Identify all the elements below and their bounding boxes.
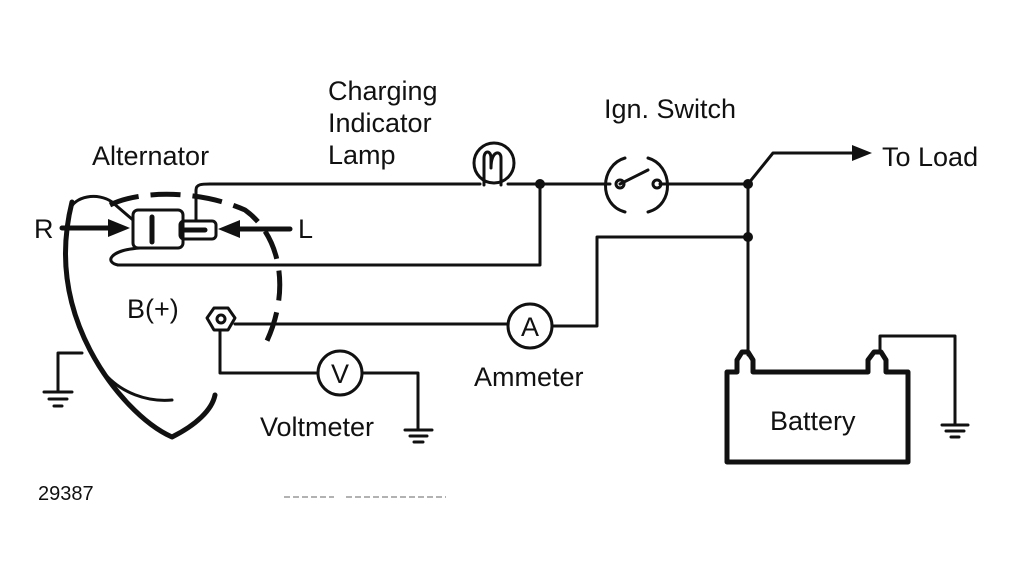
voltmeter: V xyxy=(316,349,364,397)
ammeter: A xyxy=(506,302,554,350)
ammeter-symbol: A xyxy=(521,312,539,342)
alternator-label: Alternator xyxy=(92,141,209,171)
lamp-filament xyxy=(482,150,503,187)
l-terminal-return-wire xyxy=(116,182,542,267)
switch-lever xyxy=(618,168,650,186)
ammeter-return-wire xyxy=(551,235,750,328)
voltmeter-label: Voltmeter xyxy=(260,412,374,442)
alternator-bottom-curve xyxy=(98,366,174,402)
lamp-bulb xyxy=(472,141,516,185)
switch-enclosure-left xyxy=(604,156,627,214)
charging-indicator-lamp xyxy=(472,141,516,187)
regulator-box xyxy=(131,208,185,250)
r-internal-wire xyxy=(68,194,135,222)
b-terminal-hole xyxy=(215,313,227,325)
ammeter-circle xyxy=(506,302,554,350)
alternator xyxy=(56,182,293,440)
b-terminal-nut xyxy=(205,306,237,332)
charging-lamp-label-line-2: Indicator xyxy=(328,108,432,138)
battery-negative-wire xyxy=(878,334,957,427)
alternator-ground-symbol xyxy=(42,390,74,408)
to-load-wire xyxy=(746,151,864,186)
voltmeter-ground-symbol xyxy=(403,428,434,444)
battery-body xyxy=(724,349,911,465)
terminal-r-label: R xyxy=(34,214,54,244)
voltmeter-circle xyxy=(316,349,364,397)
charging-lamp-label-line-1: Charging xyxy=(328,76,438,106)
alternator-ground-wire xyxy=(56,351,84,394)
ignition-switch xyxy=(604,156,669,214)
switch-contact-right xyxy=(651,178,663,190)
junction-dot-load xyxy=(743,179,753,189)
junction-dot-ammeter xyxy=(743,232,753,242)
regulator-inner xyxy=(178,219,218,241)
alternator-housing-solid xyxy=(63,199,218,440)
circuit-wiring xyxy=(116,145,872,432)
junction-dot-lamp xyxy=(535,179,545,189)
to-load-arrow-head xyxy=(852,145,872,161)
battery xyxy=(724,334,957,465)
battery-label: Battery xyxy=(770,406,856,436)
switch-enclosure-right xyxy=(646,156,669,214)
switch-contact-left xyxy=(614,178,626,190)
charging-lamp-label-line-3: Lamp xyxy=(328,140,396,170)
l-arrow-head xyxy=(218,220,240,238)
regulator-feed-wire xyxy=(194,182,212,223)
voltmeter-ground-wire xyxy=(360,371,420,432)
battery-ground-symbol xyxy=(940,423,970,439)
ammeter-label: Ammeter xyxy=(474,362,584,392)
regulator-return-wire xyxy=(109,246,142,267)
terminal-l-label: L xyxy=(298,214,313,244)
r-arrow-head xyxy=(108,219,130,237)
to-load-label: To Load xyxy=(882,142,978,172)
ign-switch-label: Ign. Switch xyxy=(604,94,736,124)
voltmeter-symbol: V xyxy=(331,359,349,389)
voltmeter-wire xyxy=(218,328,320,375)
terminal-b-label: B(+) xyxy=(127,294,179,324)
alternator-housing-dashed xyxy=(108,191,283,347)
figure-number: 29387 xyxy=(38,483,94,505)
